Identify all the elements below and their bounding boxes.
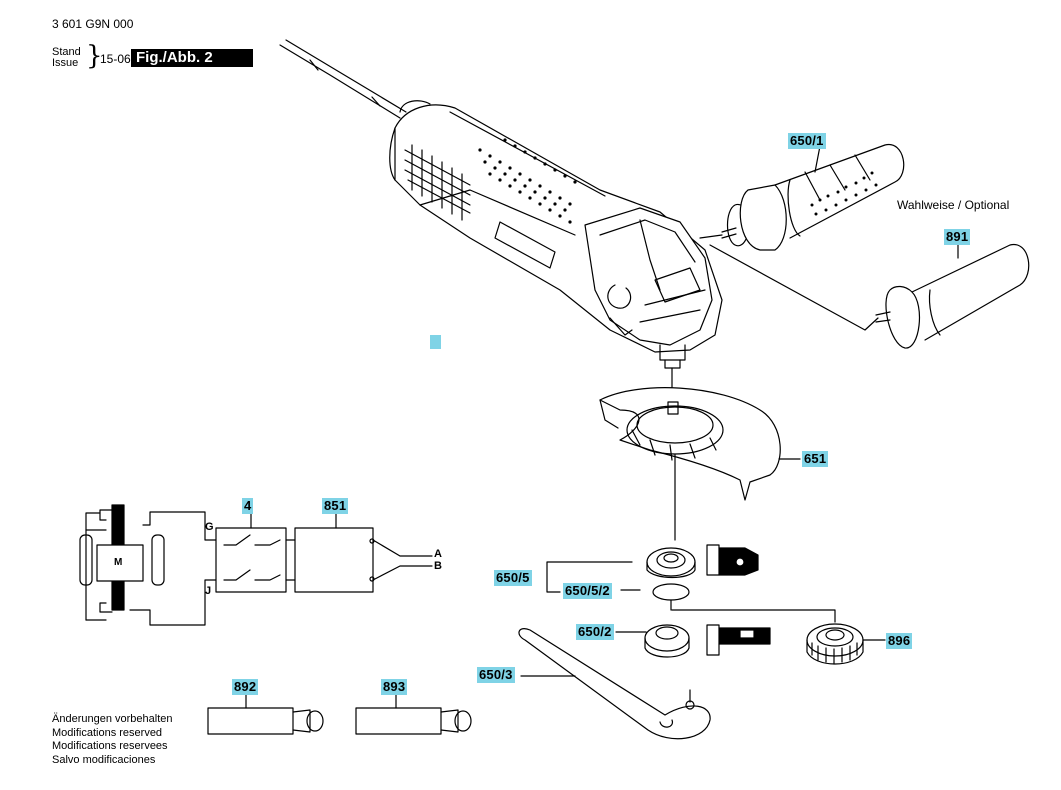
reference-marker (430, 335, 441, 349)
wiring-diagram (79, 504, 433, 626)
angle-grinder-body (389, 104, 723, 396)
wire-label-g: G (205, 521, 214, 533)
callout-851: 851 (322, 498, 349, 514)
side-handle-891 (875, 244, 1030, 349)
power-cord (279, 39, 431, 119)
callout-891: 891 (944, 229, 971, 245)
protection-guard-651 (599, 387, 781, 541)
two-pin-spanner-650-3 (518, 628, 711, 740)
wire-label-j: J (205, 585, 212, 597)
callout-4: 4 (242, 498, 254, 514)
wire-label-b: B (434, 560, 442, 572)
callout-892: 892 (232, 679, 259, 695)
modification-notes: Änderungen vorbehalten Modifications res… (52, 713, 172, 767)
drawing-number: 3 601 G9N 000 (52, 17, 134, 31)
callout-650-5-2: 650/5/2 (563, 583, 612, 599)
wire-label-a: A (434, 548, 442, 560)
callout-893: 893 (381, 679, 408, 695)
note-fr: Modifications reservees (52, 740, 168, 752)
figure-label: Fig./Abb. 2 (131, 49, 253, 67)
note-de: Änderungen vorbehalten (52, 713, 173, 725)
issue-label: Issue (52, 57, 79, 69)
brace-icon: } (86, 41, 103, 71)
side-handle-650-1 (721, 144, 905, 251)
quick-clamping-nut-896 (806, 623, 864, 665)
callout-650-1: 650/1 (788, 133, 826, 149)
motor-label: M (114, 557, 123, 568)
callout-650-5: 650/5 (494, 570, 532, 586)
mounting-flange-650-5 (546, 544, 759, 611)
note-es: Salvo modificaciones (52, 753, 156, 766)
stand-label: Stand (52, 46, 81, 58)
callout-650-2: 650/2 (576, 624, 614, 640)
callout-650-3: 650/3 (477, 667, 515, 683)
callout-896: 896 (886, 633, 913, 649)
note-en: Modifications reserved (52, 726, 163, 739)
optional-note: Wahlweise / Optional (897, 198, 1010, 212)
grease-tube-893 (355, 694, 472, 735)
callout-651: 651 (802, 451, 829, 467)
grease-tube-892 (207, 694, 324, 735)
clamping-nut-650-2 (644, 609, 836, 658)
